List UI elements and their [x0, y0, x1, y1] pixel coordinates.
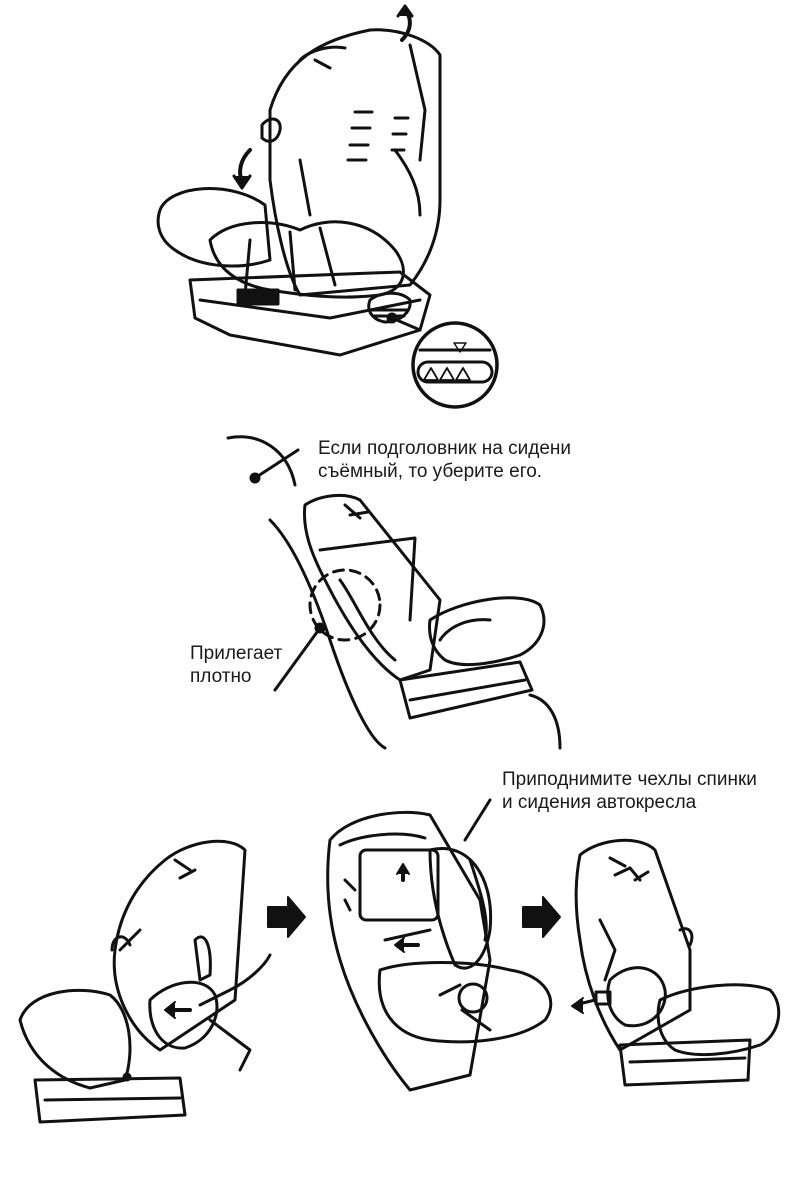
panel-seat-bottom-left — [20, 841, 270, 1122]
label-line: плотно — [190, 665, 282, 688]
panel-seat-bottom-right — [572, 840, 779, 1085]
panel-seat-middle — [228, 437, 560, 748]
label-remove-headrest: Если подголовник на сидени съёмный, то у… — [318, 437, 571, 483]
label-line: съёмный, то уберите его. — [318, 460, 571, 483]
warning-triangle-icon — [456, 368, 470, 380]
warning-triangle-icon — [440, 368, 454, 380]
label-line: Приподнимите чехлы спинки — [502, 768, 757, 791]
label-line: Если подголовник на сидени — [318, 437, 571, 460]
panel-seat-top — [158, 6, 497, 407]
next-step-arrow — [268, 897, 305, 937]
label-lift-covers: Приподнимите чехлы спинки и сидения авто… — [502, 768, 757, 814]
label-fits-tightly: Прилегает плотно — [190, 642, 282, 688]
panel-seat-bottom-middle — [328, 800, 551, 1090]
label-line: и сидения автокресла — [502, 791, 757, 814]
next-step-arrow — [523, 897, 560, 937]
warning-triangle-icon — [424, 368, 438, 380]
label-line: Прилегает — [190, 642, 282, 665]
